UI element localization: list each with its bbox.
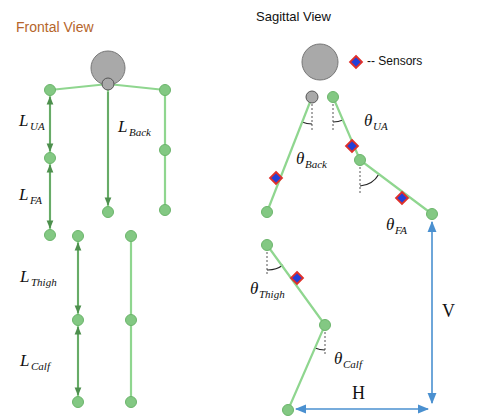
angle-subscript: UA [373, 121, 388, 132]
angle-symbol: θ [250, 280, 258, 297]
angle-subscript: Thigh [259, 289, 285, 300]
frontal-joints [45, 85, 171, 408]
view-title: Sagittal View [256, 10, 331, 23]
legend-text: -- Sensors [367, 55, 422, 67]
sagittal-joints [262, 92, 438, 416]
angle-subscript: FA [395, 225, 407, 236]
length-symbol: L [19, 186, 28, 203]
sensor-diamonds [270, 56, 408, 284]
length-subscript: FA [30, 195, 42, 206]
position-arrows [296, 222, 432, 409]
length-symbol: L [20, 268, 29, 285]
length-subscript: UA [30, 121, 45, 132]
length-subscript: Back [129, 127, 151, 138]
angle-symbol: θ [364, 112, 372, 129]
angle-symbol: θ [296, 150, 304, 167]
angle-subscript: Calf [343, 359, 362, 370]
head [302, 44, 338, 80]
sagittal-reference-lines [267, 100, 360, 355]
angle-symbol: θ [334, 350, 342, 367]
length-symbol: L [19, 112, 28, 129]
sagittal-skeleton [267, 97, 432, 410]
neck-joint [306, 91, 318, 103]
frontal-skeleton [50, 84, 165, 402]
length-subscript: Thigh [31, 277, 57, 288]
length-subscript: Calf [31, 361, 50, 372]
angle-symbol: θ [386, 216, 394, 233]
angle-subscript: Back [305, 159, 327, 170]
vertical-distance-label: V [442, 302, 455, 320]
angle-arcs [267, 120, 379, 350]
length-arrows [50, 92, 108, 395]
neck-joint [102, 78, 114, 90]
horizontal-distance-label: H [352, 384, 365, 402]
view-title: Frontal View [16, 20, 94, 34]
length-symbol: L [20, 352, 29, 369]
length-symbol: L [118, 118, 127, 135]
